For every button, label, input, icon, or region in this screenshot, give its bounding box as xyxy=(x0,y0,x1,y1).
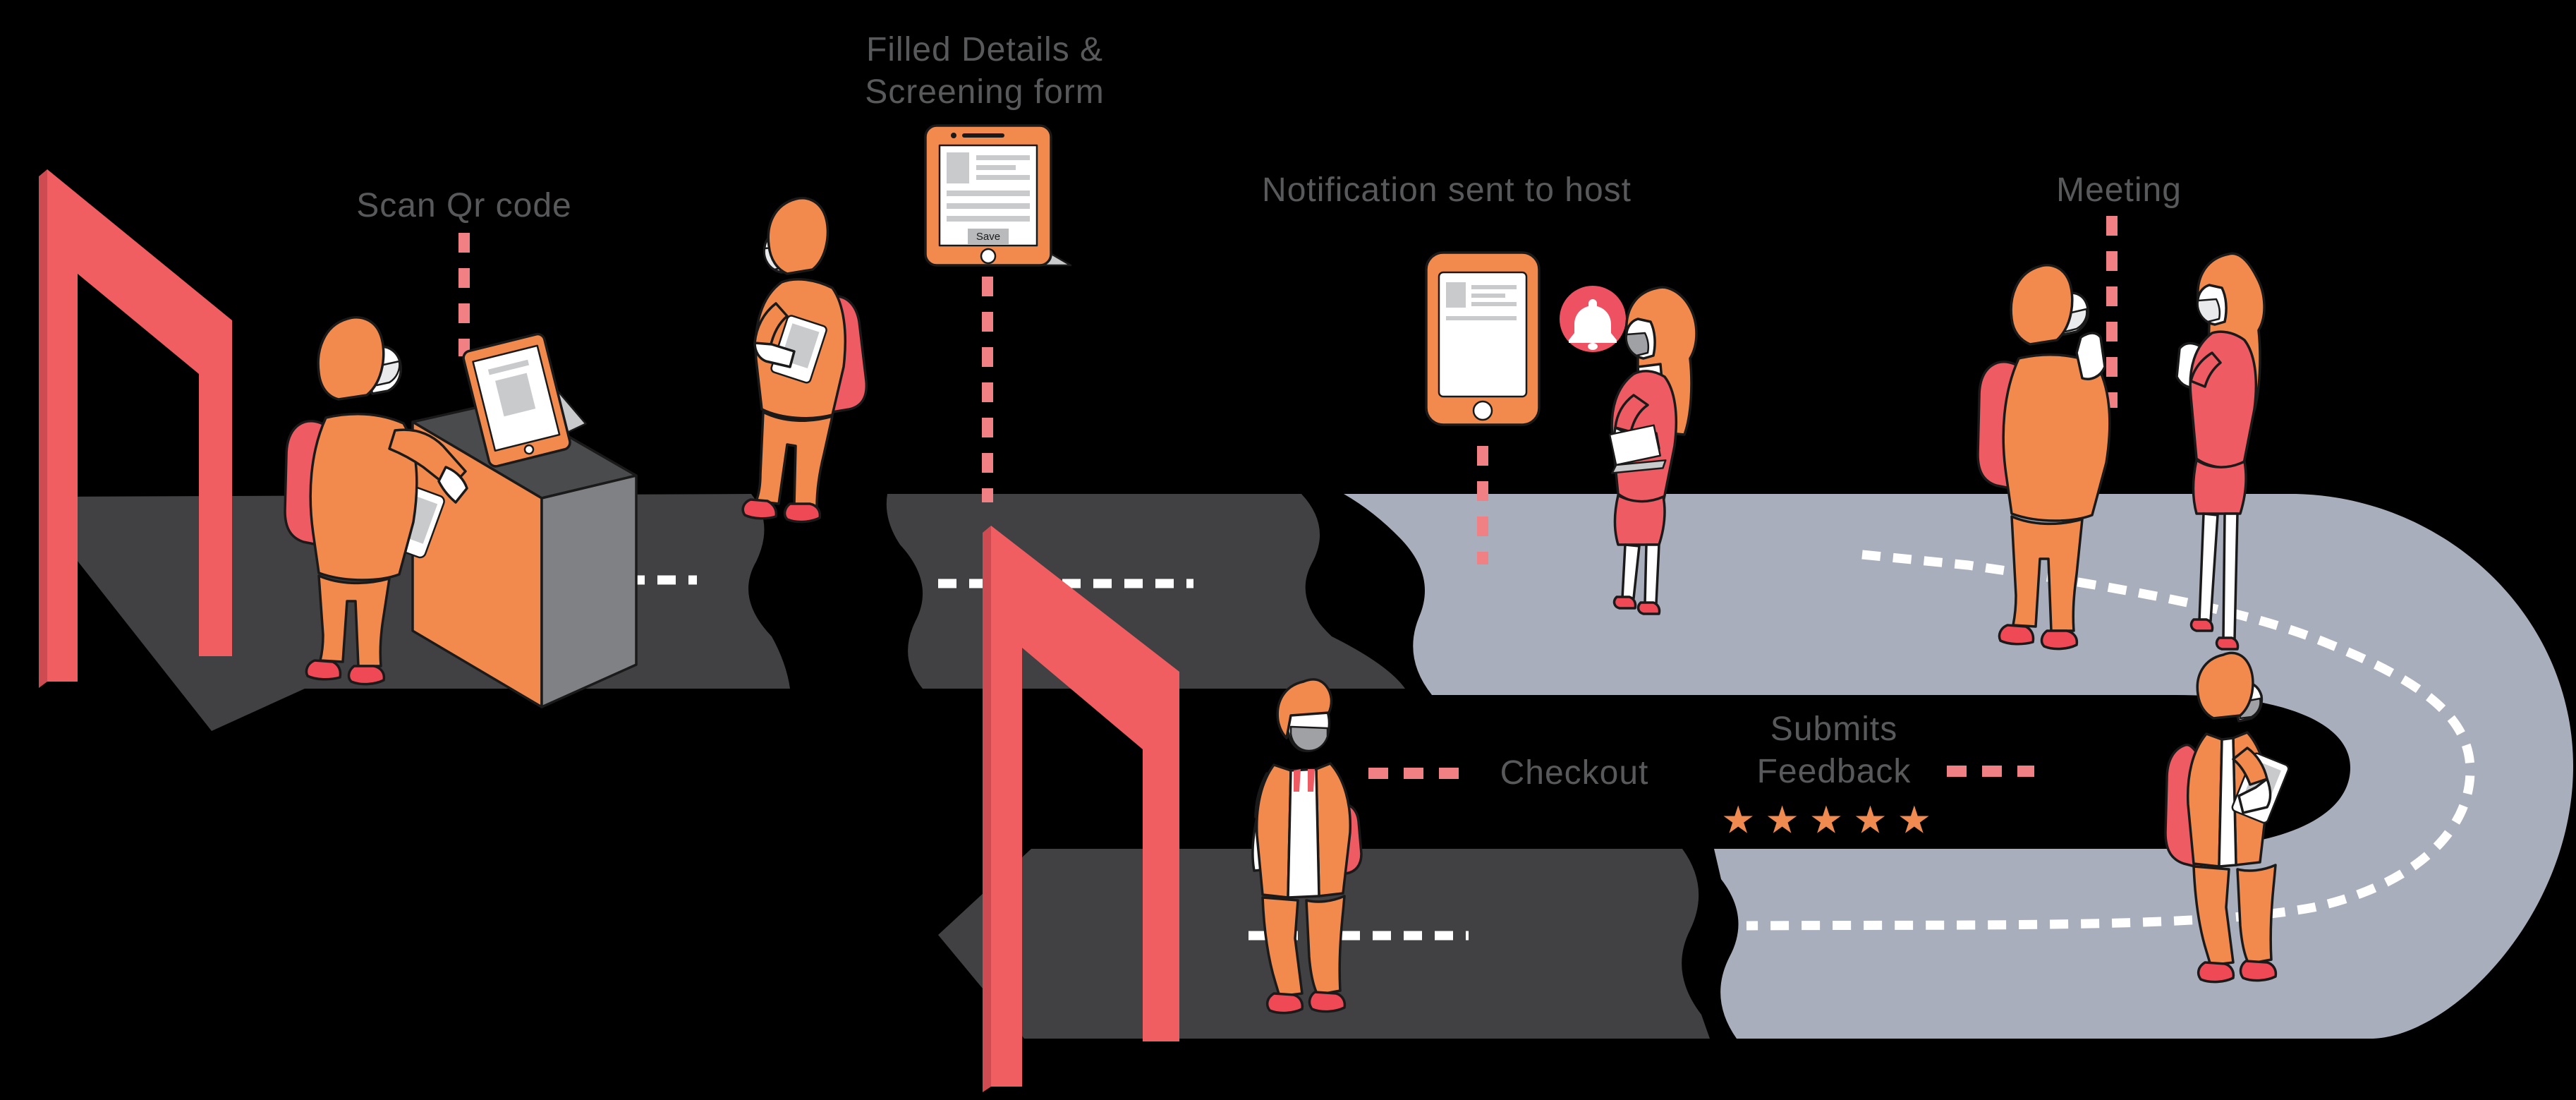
center-line-loop xyxy=(1746,550,2475,931)
overshirt xyxy=(1255,763,1292,899)
form-avatar xyxy=(947,152,969,183)
torso xyxy=(2002,353,2111,522)
feedback-person xyxy=(2164,651,2290,984)
shoe xyxy=(2215,636,2240,651)
step-label-form-line1: Filled Details & xyxy=(865,31,1104,68)
pants xyxy=(1261,896,1304,998)
save-button xyxy=(968,229,1009,244)
step-label-form: Filled Details & Screening form xyxy=(865,29,1104,114)
torso xyxy=(309,413,418,581)
star-icon: ★ xyxy=(1897,799,1942,842)
pants xyxy=(317,574,391,667)
shoe xyxy=(305,659,342,681)
step-label-feedback: Submits Feedback xyxy=(1757,708,1912,793)
screening-form-tablet: Save xyxy=(924,124,1072,267)
face-mask xyxy=(1625,332,1650,357)
hair xyxy=(317,316,385,401)
notification-phone xyxy=(1425,251,1541,426)
tablet-home-button xyxy=(980,248,997,265)
bell-badge xyxy=(1560,286,1626,352)
shoe xyxy=(741,498,778,520)
shoe xyxy=(783,502,822,524)
notification-avatar xyxy=(1446,282,1466,308)
shoe xyxy=(2239,960,2278,982)
shoe xyxy=(2040,629,2079,651)
step-label-notification: Notification sent to host xyxy=(1262,171,1632,209)
shoe xyxy=(2197,961,2235,984)
kiosk-tablet xyxy=(462,332,587,468)
pants xyxy=(2010,515,2084,632)
entry-gate-side xyxy=(39,169,47,688)
kiosk-side xyxy=(540,474,638,708)
shoe xyxy=(1636,601,1661,615)
face-mask xyxy=(1289,725,1329,752)
save-button-label: Save xyxy=(976,231,1000,243)
shoe xyxy=(1265,992,1304,1015)
meeting-visitor-person xyxy=(1976,264,2111,651)
meeting-host-person xyxy=(2175,252,2266,651)
tee-shirt xyxy=(2218,737,2237,868)
step-label-feedback-line2: Feedback xyxy=(1756,753,1912,790)
step-label-form-line2: Screening form xyxy=(865,73,1105,111)
pants xyxy=(2192,865,2235,967)
visitor-scanning-person xyxy=(284,316,468,686)
shoe xyxy=(347,665,386,686)
face-mask xyxy=(2197,298,2221,323)
star-icon: ★ xyxy=(1765,799,1809,842)
bell-icon xyxy=(1569,299,1617,343)
shoe xyxy=(1998,624,2035,646)
star-icon: ★ xyxy=(1809,799,1854,842)
rating-stars: ★★★★★ xyxy=(1721,798,1941,842)
entry-gate xyxy=(39,169,232,688)
step-label-feedback-line1: Submits xyxy=(1770,711,1898,748)
laptop xyxy=(1608,424,1667,474)
pants xyxy=(755,411,834,508)
host-person xyxy=(1608,286,1698,615)
star-icon: ★ xyxy=(1720,799,1766,842)
skirt xyxy=(1613,494,1666,546)
visitor-filling-form-person xyxy=(741,197,868,524)
step-label-meeting: Meeting xyxy=(2056,171,2182,209)
step-connector-lines xyxy=(458,216,2118,779)
exit-gate xyxy=(983,526,1179,1092)
shoe xyxy=(1612,596,1637,610)
hair xyxy=(2010,264,2074,346)
tee-shirt xyxy=(1287,768,1320,899)
shirt xyxy=(2186,732,2223,868)
jacket xyxy=(2189,330,2258,470)
step-label-checkout: Checkout xyxy=(1500,754,1649,792)
star-icon: ★ xyxy=(1853,799,1897,842)
checkout-person xyxy=(1251,678,1363,1015)
hair xyxy=(1276,678,1333,739)
phone-home-button xyxy=(1472,400,1493,421)
shoe xyxy=(1308,991,1347,1013)
hair xyxy=(2196,651,2254,720)
skirt xyxy=(2192,459,2247,515)
hair xyxy=(767,197,830,275)
step-label-scan: Scan Qr code xyxy=(356,187,572,224)
qr-code-block xyxy=(495,373,536,417)
exit-gate-side xyxy=(983,526,991,1092)
entry-gate-frame xyxy=(47,169,232,682)
shoe xyxy=(2189,618,2214,632)
exit-gate-frame xyxy=(991,526,1179,1087)
